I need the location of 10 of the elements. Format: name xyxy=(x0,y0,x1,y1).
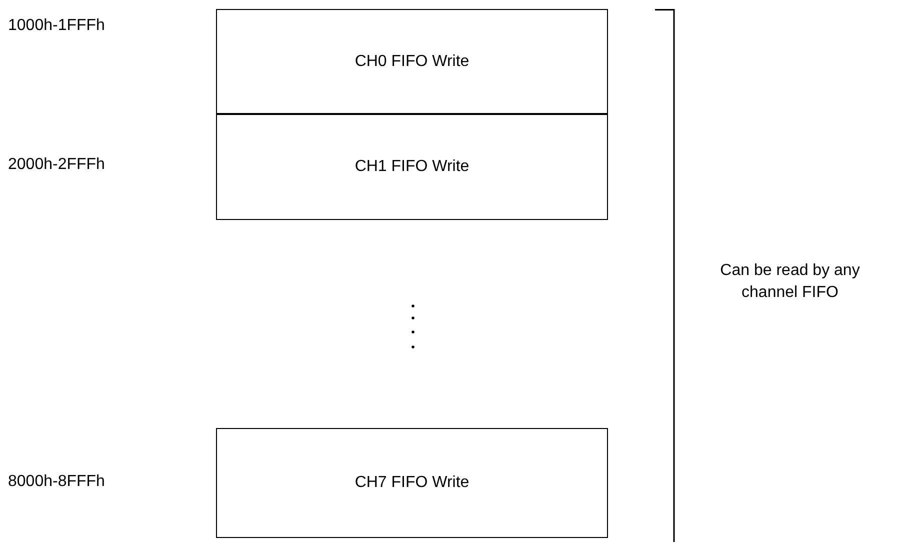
memory-region-box xyxy=(216,113,608,220)
address-range: 2000h-2FFFh xyxy=(8,156,105,174)
region-label: CH0 FIFO Write xyxy=(354,53,470,71)
address-range: 1000h-1FFFh xyxy=(8,17,105,35)
memory-region-box xyxy=(216,428,608,538)
bracket-note: Can be read by any channel FIFO xyxy=(719,261,861,303)
address-range: 8000h-8FFFh xyxy=(8,473,105,491)
region-label: CH7 FIFO Write xyxy=(354,474,470,492)
region-label: CH1 FIFO Write xyxy=(354,158,470,176)
memory-region-box xyxy=(216,9,608,115)
